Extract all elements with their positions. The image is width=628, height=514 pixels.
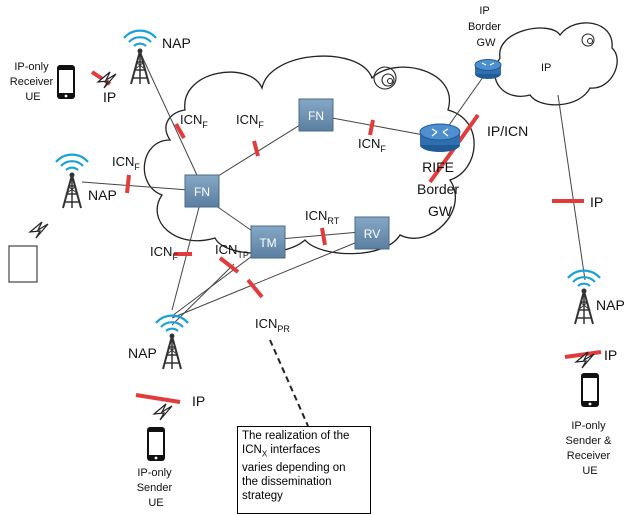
receiver-phone-icon bbox=[57, 65, 75, 99]
note-line-3: varies depending on bbox=[242, 462, 346, 475]
ip-cloud-spiral-icon bbox=[581, 33, 595, 47]
sender-receiver-ue-label: IP-only Sender & Receiver UE bbox=[566, 420, 615, 477]
cut-icnf-nap-top bbox=[174, 123, 186, 139]
icnf-label-fn-rife: ICNF bbox=[358, 136, 386, 154]
rife-border-gw-label: RIFE Border GW bbox=[417, 159, 463, 219]
icnf-label-fn-fn: ICNF bbox=[236, 112, 264, 130]
note-line-4: the dissemination bbox=[242, 476, 332, 489]
icnrt-label: ICNRT bbox=[305, 208, 340, 226]
ip-top-label: IP bbox=[103, 89, 116, 105]
ip-right-mid-label: IP bbox=[590, 194, 603, 210]
svg-text:FN: FN bbox=[194, 185, 210, 199]
node-tm[interactable]: TM bbox=[250, 225, 286, 259]
cut-icnf-fn-fn bbox=[252, 140, 260, 157]
cut-icntp bbox=[218, 256, 240, 274]
icnpr-label: ICNPR bbox=[255, 316, 290, 334]
ip-icn-label: IP/ICN bbox=[487, 123, 528, 139]
node-fn-top[interactable]: FN bbox=[298, 98, 334, 132]
ip-border-gw-router-icon bbox=[474, 59, 502, 79]
cut-icnf-fn-rife bbox=[368, 119, 375, 136]
sender-ue-label: IP-only Sender UE bbox=[137, 467, 176, 509]
wireless-bolt-icon-bottom bbox=[153, 403, 173, 421]
note-line-2: ICNX interfaces bbox=[242, 444, 321, 459]
note-pointer bbox=[269, 339, 309, 427]
cut-icnpr bbox=[246, 278, 264, 299]
nap-bottom-antenna-icon bbox=[154, 314, 190, 371]
cut-ip-bottom bbox=[135, 393, 181, 404]
cut-icnrt bbox=[320, 227, 327, 246]
cut-ip-right-phone bbox=[564, 350, 602, 359]
cut-icnf-nap-left bbox=[125, 174, 131, 194]
sender-receiver-phone-icon bbox=[581, 373, 599, 407]
node-fn-left[interactable]: FN bbox=[184, 174, 220, 208]
svg-text:RV: RV bbox=[364, 227, 380, 241]
icntp-label: ICNTP bbox=[215, 242, 249, 260]
receiver-ue-label: IP-only Receiver UE bbox=[10, 61, 56, 103]
ip-cloud bbox=[494, 22, 618, 106]
svg-text:FN: FN bbox=[308, 109, 324, 123]
nap-left-antenna-icon bbox=[54, 153, 90, 210]
nap-bottom-label: NAP bbox=[128, 345, 157, 361]
wireless-bolt-icon-top bbox=[97, 71, 117, 89]
interface-cut-markers bbox=[90, 70, 602, 404]
icnf-label-top-left: ICNF bbox=[180, 112, 208, 130]
svg-text:TM: TM bbox=[259, 236, 276, 250]
ip-right-phone-label: IP bbox=[604, 347, 617, 363]
ip-cloud-label: IP bbox=[541, 62, 551, 74]
ip-border-gw-label: IP Border GW bbox=[468, 5, 504, 49]
icnf-label-bottom: ICNF bbox=[150, 244, 178, 262]
sender-phone-icon bbox=[147, 427, 165, 461]
wireless-bolt-icon-left bbox=[29, 221, 49, 239]
ue-device-icon bbox=[8, 245, 38, 283]
nap-right-label: NAP bbox=[596, 297, 625, 313]
cloud-spiral-icon bbox=[373, 66, 397, 90]
node-rv[interactable]: RV bbox=[354, 216, 390, 250]
dissemination-note: The realization of the ICNX interfaces v… bbox=[237, 426, 371, 514]
nap-left-label: NAP bbox=[88, 187, 117, 203]
note-line-1: The realization of the bbox=[242, 430, 350, 442]
nap-top-label: NAP bbox=[162, 35, 191, 51]
ip-bottom-label: IP bbox=[192, 393, 205, 409]
rife-border-gw-router-icon bbox=[419, 123, 461, 152]
icn-cloud bbox=[143, 55, 475, 255]
note-line-5: strategy bbox=[242, 490, 283, 503]
icnf-label-left: ICNF bbox=[112, 154, 140, 172]
